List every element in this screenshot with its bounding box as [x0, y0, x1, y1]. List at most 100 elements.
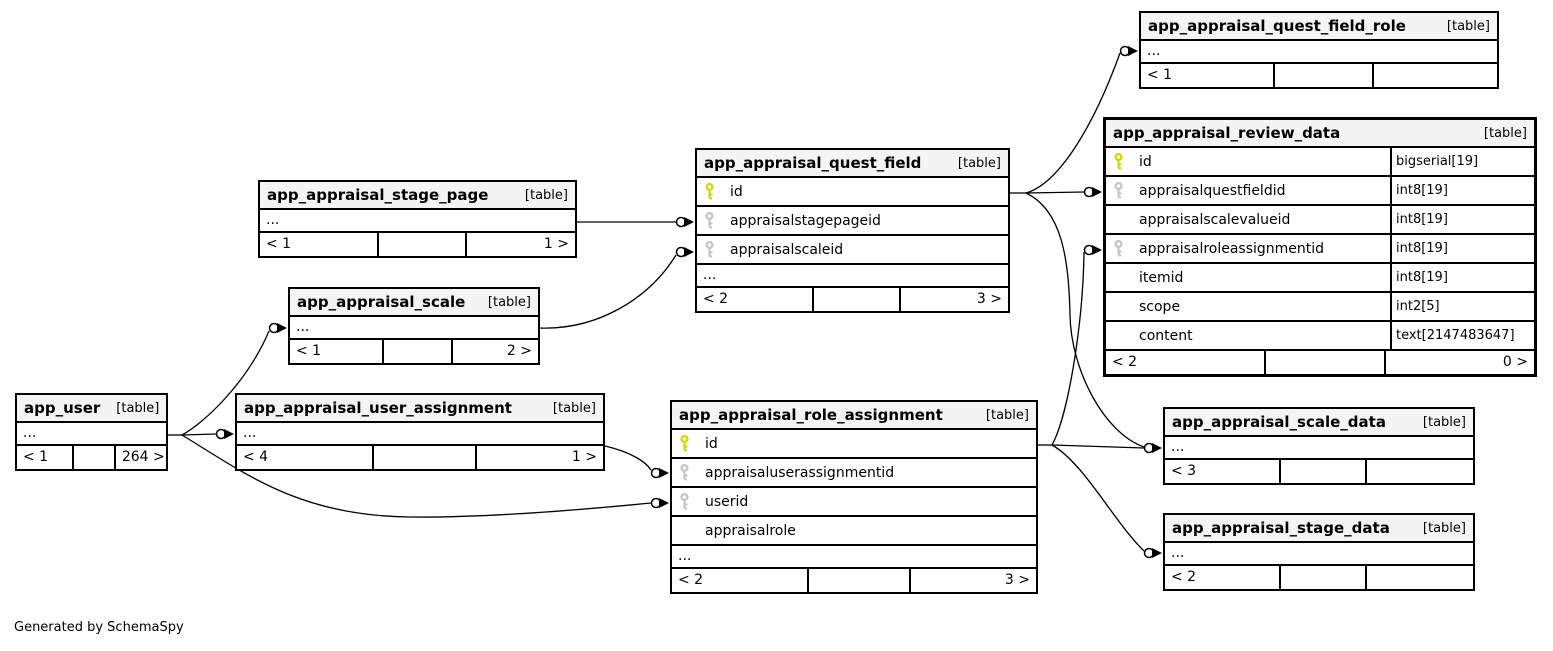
table-review-data[interactable]: app_appraisal_review_data [table] id big… [1103, 117, 1537, 377]
ellipsis-row: ... [672, 546, 1036, 569]
table-header: app_appraisal_quest_field [table] [697, 150, 1008, 178]
table-role-assignment[interactable]: app_appraisal_role_assignment [table] id… [670, 400, 1038, 594]
column-type: int8[19] [1390, 235, 1534, 262]
footer-children: 264 > [113, 446, 166, 469]
column-name: appraisalstagepageid [730, 212, 881, 229]
table-scale[interactable]: app_appraisal_scale [table] ... < 1 2 > [288, 287, 540, 365]
fk-endpoint-marker [215, 45, 1162, 559]
table-stage-data[interactable]: app_appraisal_stage_data [table] ... < 2 [1163, 513, 1475, 591]
ellipsis-row: ... [1141, 41, 1497, 64]
column-name: appraisalquestfieldid [1139, 182, 1286, 199]
relationship-line [1051, 444, 1145, 449]
table-footer: < 1 264 > [17, 446, 166, 469]
relationship-line [181, 434, 652, 518]
table-footer: < 2 3 > [697, 288, 1008, 311]
table-footer: < 4 1 > [237, 446, 603, 469]
table-stage-page[interactable]: app_appraisal_stage_page [table] ... < 1… [258, 180, 577, 258]
column-type: int8[19] [1390, 264, 1534, 291]
footer-parents: < 1 [1147, 67, 1173, 83]
footer-children: 3 > [908, 569, 1036, 592]
ellipsis-row: ... [697, 265, 1008, 288]
footer-children: 0 > [1384, 351, 1534, 374]
footer-parents: < 2 [703, 291, 729, 307]
footer-parents: < 1 [296, 343, 322, 359]
footer-mid [1278, 460, 1365, 483]
foreign-key-icon [704, 241, 730, 258]
table-name[interactable]: app_appraisal_stage_page [267, 186, 489, 204]
table-tag: [table] [524, 187, 568, 203]
table-footer: < 3 [1165, 460, 1473, 483]
column-row: id [672, 430, 1036, 459]
column-name: content [1139, 327, 1193, 344]
footer-parents: < 3 [1171, 463, 1197, 479]
table-name[interactable]: app_appraisal_stage_data [1172, 519, 1390, 537]
table-header: app_appraisal_scale [table] [290, 289, 538, 317]
column-name: scope [1139, 298, 1181, 315]
column-row: appraisalquestfieldid int8[19] [1106, 177, 1534, 206]
table-quest-field[interactable]: app_appraisal_quest_field [table] id app… [695, 148, 1010, 313]
table-name[interactable]: app_appraisal_user_assignment [244, 399, 512, 417]
table-name[interactable]: app_appraisal_scale_data [1172, 413, 1386, 431]
footer-parents: < 1 [23, 449, 49, 465]
column-row: content text[2147483647] [1106, 322, 1534, 351]
footer-mid [381, 340, 451, 363]
table-tag: [table] [985, 407, 1029, 423]
column-row: appraisalstagepageid [697, 207, 1008, 236]
foreign-key-icon [679, 493, 705, 510]
relationship-line [539, 254, 677, 329]
table-tag: [table] [487, 294, 531, 310]
table-footer: < 2 [1165, 566, 1473, 589]
column-name: appraisaluserassignmentid [705, 464, 895, 481]
table-footer: < 2 3 > [672, 569, 1036, 592]
relationship-line [1025, 52, 1121, 194]
table-header: app_appraisal_stage_page [table] [260, 182, 575, 210]
table-name[interactable]: app_appraisal_scale [297, 293, 466, 311]
table-name[interactable]: app_user [24, 399, 101, 417]
footer-parents: < 2 [1112, 354, 1138, 370]
footer-parents: < 2 [678, 572, 704, 588]
column-name: id [730, 183, 743, 200]
ellipsis-row: ... [1165, 543, 1473, 566]
table-scale-data[interactable]: app_appraisal_scale_data [table] ... < 3 [1163, 407, 1475, 485]
footer-children [1372, 64, 1497, 87]
table-app-user[interactable]: app_user [table] ... < 1 264 > [15, 393, 168, 471]
column-name: id [705, 435, 718, 452]
footer-children: 1 > [464, 233, 575, 256]
footer-mid [72, 446, 114, 469]
table-tag: [table] [1422, 414, 1466, 430]
table-tag: [table] [957, 155, 1001, 171]
column-name: appraisalrole [705, 522, 796, 539]
table-quest-field-role[interactable]: app_appraisal_quest_field_role [table] .… [1139, 11, 1499, 89]
relationship-line [181, 433, 217, 436]
footer-parents: < 2 [1171, 569, 1197, 585]
foreign-key-icon [1113, 240, 1139, 257]
footer-mid [812, 288, 899, 311]
column-name: appraisalroleassignmentid [1139, 240, 1325, 257]
table-name[interactable]: app_appraisal_review_data [1113, 124, 1341, 142]
table-name[interactable]: app_appraisal_quest_field_role [1148, 17, 1406, 35]
footer-mid [376, 233, 465, 256]
table-tag: [table] [116, 400, 160, 416]
footer-parents: < 1 [266, 236, 292, 252]
footer-children: 1 > [474, 446, 603, 469]
table-name[interactable]: app_appraisal_role_assignment [679, 406, 943, 424]
column-row: userid [672, 488, 1036, 517]
ellipsis-row: ... [290, 317, 538, 340]
table-header: app_user [table] [17, 395, 166, 423]
relationship-line [1051, 444, 1145, 552]
column-name: userid [705, 493, 749, 510]
ellipsis-row: ... [1165, 437, 1473, 460]
column-row: appraisalscalevalueid int8[19] [1106, 206, 1534, 235]
column-row: appraisalroleassignmentid int8[19] [1106, 235, 1534, 264]
footer-children: 3 > [899, 288, 1008, 311]
relationship-line [1025, 191, 1085, 194]
column-type: int2[5] [1390, 293, 1534, 320]
column-name: appraisalscalevalueid [1139, 211, 1291, 228]
footer-mid [1272, 64, 1373, 87]
table-name[interactable]: app_appraisal_quest_field [704, 154, 922, 172]
relationship-line [604, 445, 652, 471]
table-footer: < 2 0 > [1106, 351, 1534, 374]
column-type: int8[19] [1390, 206, 1534, 233]
table-user-assignment[interactable]: app_appraisal_user_assignment [table] ..… [235, 393, 605, 471]
